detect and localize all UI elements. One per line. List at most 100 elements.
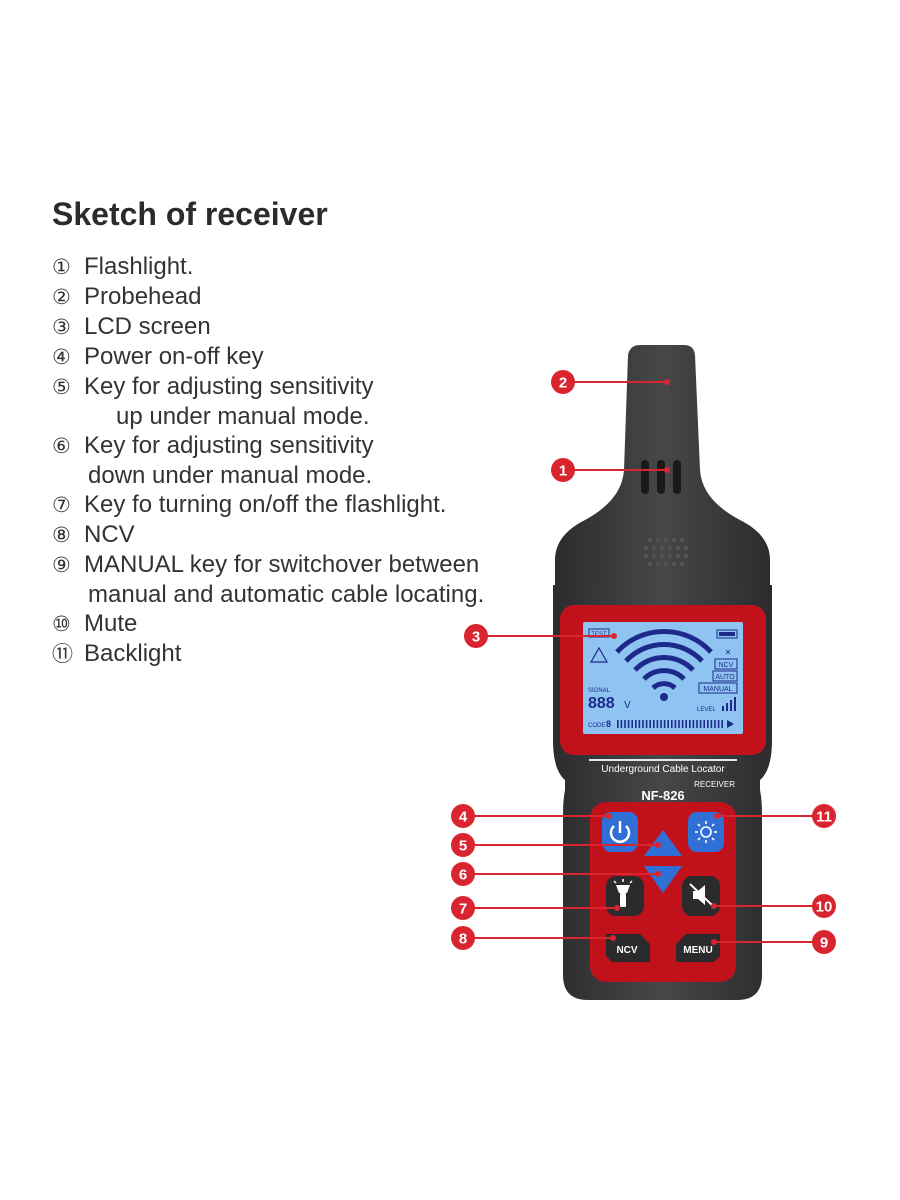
- legend-continuation: down under manual mode.: [88, 462, 373, 489]
- callout-endpoint: [610, 935, 616, 941]
- callout-number: 3: [472, 629, 480, 646]
- lcd-signal-label: SIGNAL: [588, 688, 611, 694]
- legend-text: Flashlight.: [84, 253, 194, 280]
- sensitivity-up-button[interactable]: [644, 830, 682, 856]
- flashlight-slot: [657, 460, 665, 494]
- lcd-bar-tick: [663, 720, 666, 728]
- ncv-button[interactable]: [606, 934, 650, 962]
- lcd-bar-tick: [678, 720, 680, 728]
- callout-9: 9: [711, 930, 836, 954]
- callout-3: 3: [464, 624, 617, 648]
- legend-item: ③ LCD screen: [52, 312, 484, 342]
- callout-endpoint: [711, 903, 717, 909]
- lcd-voltage: 888: [588, 695, 615, 712]
- menu-button[interactable]: [676, 934, 720, 962]
- legend-item: ② Probehead: [52, 282, 484, 312]
- callout-badge: [451, 862, 475, 886]
- lcd-code-digit: 8: [606, 719, 611, 729]
- callout-badge: [551, 458, 575, 482]
- flashlight-slot: [641, 460, 649, 494]
- page-title: Sketch of receiver: [52, 196, 328, 232]
- legend-number: ③: [52, 316, 71, 339]
- callout-4: 4: [451, 804, 612, 828]
- callout-badge: [451, 833, 475, 857]
- lcd-bar-tick: [627, 720, 630, 728]
- legend-text: Key fo turning on/off the flashlight.: [84, 491, 447, 518]
- legend-text: Key for adjusting sensitivity: [84, 373, 374, 400]
- callout-8: 8: [451, 926, 616, 950]
- lcd-bar-tick: [699, 720, 702, 728]
- lcd-bar-tick: [667, 720, 669, 728]
- callout-11: 11: [714, 804, 836, 828]
- lcd-bar-tick: [638, 720, 641, 728]
- lcd-bar-tick: [645, 720, 648, 728]
- legend-number: ⑥: [52, 435, 71, 458]
- callout-endpoint: [664, 467, 670, 473]
- callout-number: 4: [459, 809, 468, 826]
- lcd-bar-tick: [674, 720, 677, 728]
- battery-icon: [716, 629, 738, 639]
- callout-badge: [812, 930, 836, 954]
- lcd-bar-tick: [692, 720, 695, 728]
- callout-endpoint: [611, 633, 617, 639]
- brand-line: Underground Cable Locator: [601, 764, 725, 775]
- lcd-level-bar: [617, 720, 734, 728]
- probehead: [555, 345, 770, 590]
- sun-icon: [695, 821, 717, 843]
- lcd-bar-tick: [656, 720, 659, 728]
- mute-status-icon: ✕: [725, 648, 732, 657]
- callout-5: 5: [451, 833, 661, 857]
- keypad: NCV MENU: [590, 802, 736, 982]
- lcd-screen: TEST ✕ NCV AUTO MANUAL SIGNAL 888 V LEVE…: [583, 622, 743, 734]
- legend-item: ⑩ Mute: [52, 609, 484, 639]
- lcd-bar-tick: [671, 720, 673, 728]
- flashlight-slot: [673, 460, 681, 494]
- legend-number: ⑧: [52, 524, 71, 547]
- legend-text: Mute: [84, 610, 138, 637]
- legend-text: LCD screen: [84, 313, 211, 340]
- sensitivity-down-button[interactable]: [644, 866, 682, 893]
- legend-continuation: manual and automatic cable locating.: [88, 581, 485, 608]
- lcd-bar-tick: [653, 720, 655, 728]
- legend-number: ⑩: [52, 613, 71, 636]
- legend-number: ⑪: [52, 643, 73, 666]
- legend-number: ①: [52, 256, 71, 279]
- legend-text: Power on-off key: [84, 343, 264, 370]
- lcd-bar-tick: [620, 720, 623, 728]
- lcd-bar-tick: [681, 720, 684, 728]
- callout-number: 7: [459, 901, 467, 918]
- callout-badge: [451, 804, 475, 828]
- model-label: NF-826: [641, 788, 684, 803]
- backlight-button[interactable]: [688, 812, 724, 852]
- callout-badge: [551, 370, 575, 394]
- legend-text: MANUAL key for switchover between: [84, 551, 480, 578]
- legend-number: ②: [52, 286, 71, 309]
- lcd-bar-arrow: [727, 720, 734, 728]
- legend-text: Backlight: [84, 640, 182, 667]
- callout-endpoint: [606, 813, 612, 819]
- callout-badge: [451, 896, 475, 920]
- callout-10: 10: [711, 894, 836, 918]
- lcd-ncv: NCV: [719, 662, 734, 669]
- callout-2: 2: [551, 370, 670, 394]
- callout-badge: [812, 894, 836, 918]
- power-icon: [609, 825, 631, 843]
- legend-text: NCV: [84, 521, 135, 548]
- legend-number: ⑤: [52, 376, 71, 399]
- speaker-grille: [644, 538, 688, 566]
- callout-7: 7: [451, 896, 620, 920]
- legend-continuation: up under manual mode.: [116, 403, 370, 430]
- lcd-bar-tick: [631, 720, 633, 728]
- callout-number: 9: [820, 935, 828, 952]
- callout-endpoint: [711, 939, 717, 945]
- lcd-bar-tick: [624, 720, 626, 728]
- callout-endpoint: [614, 905, 620, 911]
- callout-1: 1: [551, 458, 670, 482]
- legend-text: Probehead: [84, 283, 202, 310]
- legend-item: ① Flashlight.: [52, 252, 484, 282]
